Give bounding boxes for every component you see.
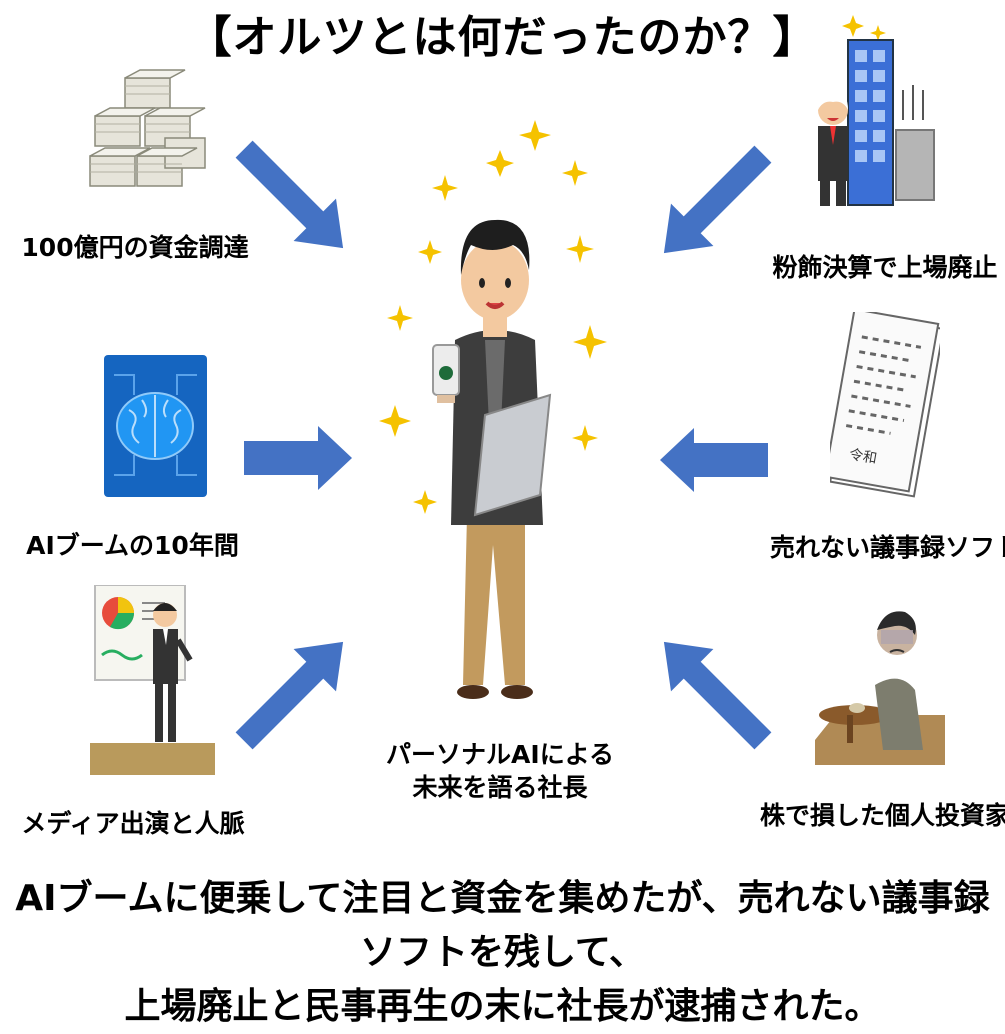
ceo-illustration	[375, 115, 625, 715]
presenter-illustration	[90, 585, 215, 775]
label-accounting: 粉飾決算で上場廃止	[770, 252, 1000, 284]
label-ai-boom: AIブームの10年間	[20, 530, 245, 562]
center-label-line-1: パーソナルAIによる	[370, 738, 630, 771]
center-label: パーソナルAIによる 未来を語る社長	[370, 738, 630, 804]
label-media: メディア出演と人脈	[18, 808, 248, 840]
document-illustration: 令和	[830, 312, 940, 502]
arrow-left	[660, 428, 768, 492]
arrow-right	[244, 426, 352, 490]
label-investor: 株で損した個人投資家	[760, 800, 1000, 832]
arrow-up-left	[643, 621, 784, 762]
ai-brain-illustration	[104, 355, 207, 497]
summary-line-2: 上場廃止と民事再生の末に社長が逮捕された。	[0, 980, 1005, 1034]
label-software: 売れない議事録ソフト	[770, 532, 1000, 564]
summary-line-1: AIブームに便乗して注目と資金を集めたが、売れない議事録ソフトを残して、	[0, 872, 1005, 980]
summary-text: AIブームに便乗して注目と資金を集めたが、売れない議事録ソフトを残して、 上場廃…	[0, 872, 1005, 1034]
money-stack-illustration	[85, 68, 210, 198]
arrow-up-right	[223, 621, 364, 762]
building-illustration	[808, 10, 938, 210]
center-label-line-2: 未来を語る社長	[370, 771, 630, 804]
investor-illustration	[815, 590, 945, 770]
arrow-down-left	[643, 133, 784, 274]
label-funding: 100億円の資金調達	[20, 232, 250, 264]
